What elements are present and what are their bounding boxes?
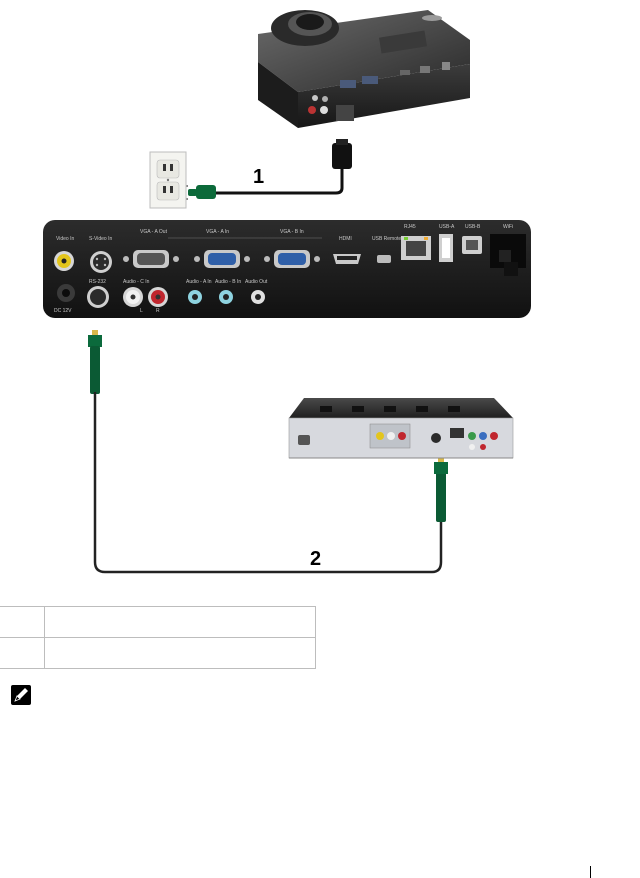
audio-label-r: R xyxy=(156,308,160,314)
svideo-connector-left xyxy=(88,330,102,394)
port-label-usb-remote: USB Remote xyxy=(372,236,401,242)
dvd-player xyxy=(288,398,514,459)
svideo-connector-right xyxy=(434,456,448,522)
legend-table xyxy=(0,606,316,669)
power-cable-plug xyxy=(182,185,216,200)
callout-1: 1 xyxy=(253,166,264,188)
projector-rear-panel: Video In S-Video In VGA - A Out VGA - A … xyxy=(43,220,531,318)
port-label-audio-c-in: Audio - C In xyxy=(123,279,150,285)
page-footer-rule xyxy=(590,866,591,878)
power-cable xyxy=(208,168,344,195)
port-label-vga-a-out: VGA - A Out xyxy=(140,229,168,235)
port-label-wifi: WiFi xyxy=(503,224,513,230)
audio-label-l: L xyxy=(140,308,143,314)
port-label-usb-b: USB-B xyxy=(465,224,481,230)
port-label-audio-a-in: Audio - A In xyxy=(186,279,212,285)
port-label-audio-out: Audio Out xyxy=(245,279,268,285)
port-label-svideo-in: S-Video In xyxy=(89,236,112,242)
power-plug xyxy=(332,139,352,169)
port-label-rj45: RJ45 xyxy=(404,224,416,230)
legend-number xyxy=(0,606,45,638)
legend-row xyxy=(0,637,316,669)
callout-2: 2 xyxy=(310,548,321,570)
svideo-cable xyxy=(93,392,443,574)
note-pencil-icon xyxy=(11,685,31,705)
port-label-audio-b-in: Audio - B In xyxy=(215,279,241,285)
port-label-usb-a: USB-A xyxy=(439,224,455,230)
connection-diagram: 1 Video In S-Video In VGA - A Out VGA - … xyxy=(43,10,531,574)
port-label-rs232: RS-232 xyxy=(89,279,106,285)
legend-row xyxy=(0,606,316,638)
legend-description xyxy=(44,606,316,638)
port-label-video-in: Video In xyxy=(56,236,74,242)
port-label-hdmi: HDMI xyxy=(339,236,352,242)
wall-outlet xyxy=(149,151,187,209)
legend-number xyxy=(0,637,45,669)
projector xyxy=(258,10,470,128)
port-label-vga-a-in: VGA - A In xyxy=(206,229,229,235)
port-label-vga-b-in: VGA - B In xyxy=(280,229,304,235)
legend-description xyxy=(44,637,316,669)
port-label-dc12v: DC 12V xyxy=(54,308,72,314)
